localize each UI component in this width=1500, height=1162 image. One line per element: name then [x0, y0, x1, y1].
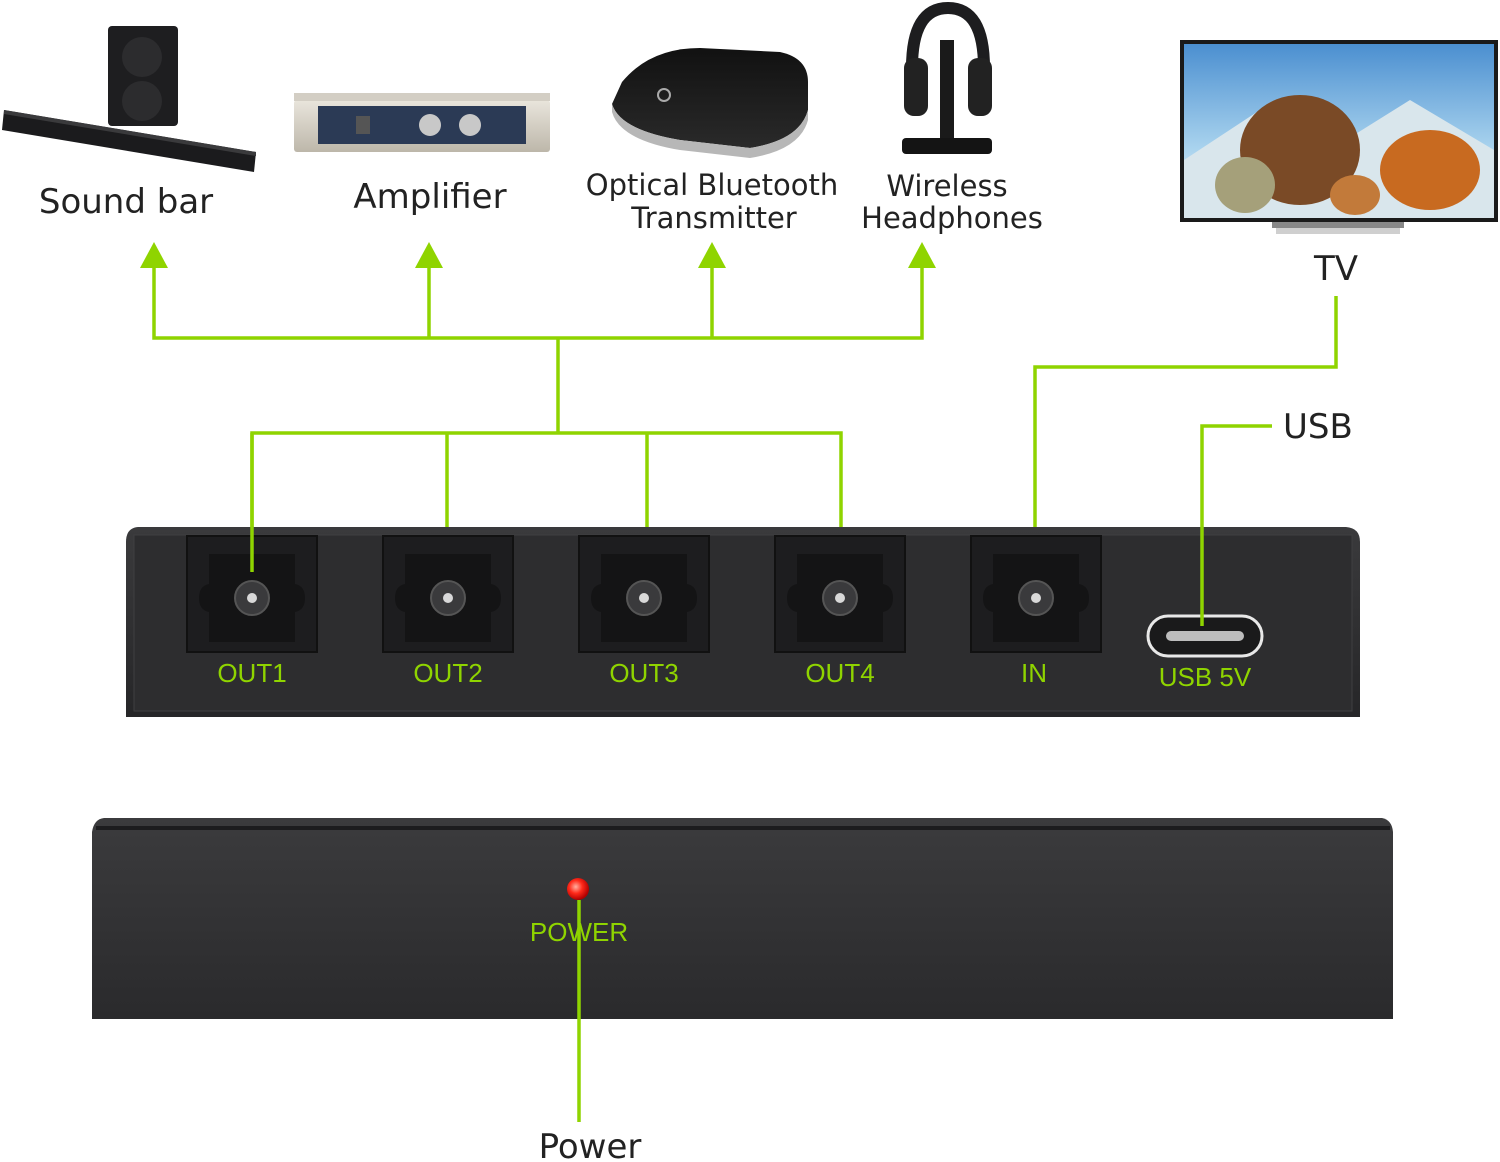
optical-port[interactable]: [970, 535, 1102, 653]
power-led-icon: [567, 878, 589, 900]
rear-panel: OUT1 OUT2 OUT3 OUT4 IN USB 5V: [126, 527, 1360, 717]
tv-input-wire: [1033, 296, 1338, 560]
usb-c-port[interactable]: [1146, 614, 1264, 658]
port-label-usb: USB 5V: [1159, 662, 1252, 692]
headphones-image: [902, 1, 992, 154]
port-label-out1: OUT1: [217, 658, 286, 688]
optical-port[interactable]: [382, 535, 514, 653]
usb-callout-line: [1200, 424, 1272, 626]
arrow-up-icon: [698, 242, 726, 268]
arrow-up-icon: [140, 242, 168, 268]
usb-label: USB: [1283, 407, 1353, 447]
hp-label-line2: Headphones: [861, 201, 1043, 235]
power-label: Power: [539, 1127, 642, 1162]
bt-label-line2: Transmitter: [630, 201, 797, 235]
hp-label-line1: Wireless: [886, 169, 1007, 203]
output-bus-line: [152, 262, 924, 340]
soundbar-image: [2, 26, 256, 172]
port-label-out3: OUT3: [609, 658, 678, 688]
output-wiring: [140, 242, 936, 572]
bt-label-line1: Optical Bluetooth: [586, 168, 838, 202]
bluetooth-transmitter-image: [612, 48, 808, 158]
arrow-up-icon: [415, 242, 443, 268]
tv-image: [1180, 40, 1498, 234]
optical-port[interactable]: [578, 535, 710, 653]
optical-port[interactable]: [774, 535, 906, 653]
arrow-up-icon: [908, 242, 936, 268]
port-label-out4: OUT4: [805, 658, 874, 688]
soundbar-label: Sound bar: [39, 182, 213, 222]
amplifier-image: [294, 93, 550, 152]
tv-label: TV: [1313, 249, 1358, 289]
amplifier-label: Amplifier: [353, 177, 506, 217]
port-label-out2: OUT2: [413, 658, 482, 688]
port-label-in: IN: [1021, 658, 1047, 688]
front-panel: [92, 818, 1393, 1019]
